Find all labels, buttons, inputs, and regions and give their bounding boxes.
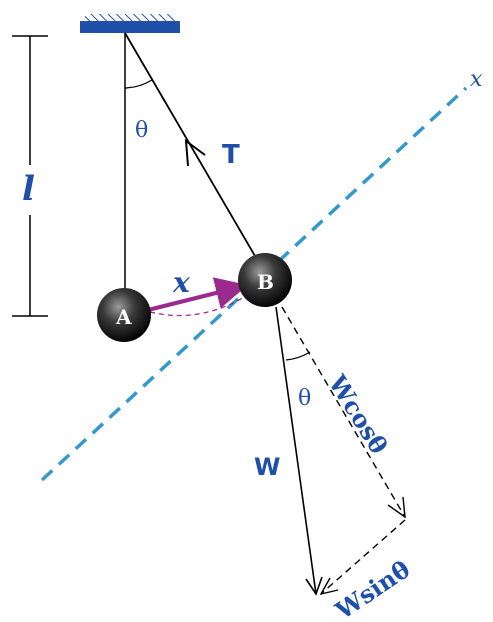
- x-axis-label: x: [470, 67, 483, 92]
- weight-label: W: [254, 453, 280, 481]
- ball-b: B: [238, 253, 292, 307]
- theta-top-label: θ: [135, 118, 148, 143]
- string-tilted: [124, 32, 263, 269]
- displacement-arrow: [147, 277, 248, 312]
- length-dimension: [12, 35, 48, 317]
- weight-vector: [275, 306, 323, 596]
- angle-arc-bottom: [285, 351, 311, 361]
- ball-b-label: B: [257, 270, 274, 294]
- theta-bottom-label: θ: [298, 386, 311, 411]
- w-cos-component: [281, 306, 406, 519]
- w-sin-component: [319, 519, 406, 596]
- angle-arc-top: [124, 79, 153, 89]
- ceiling-support: [80, 14, 180, 33]
- ball-a-label: A: [115, 305, 132, 329]
- ball-a: A: [97, 288, 151, 342]
- length-label: l: [22, 169, 35, 209]
- tension-label: T: [222, 140, 240, 170]
- tension-arrow: [184, 138, 206, 167]
- w-sin-label: Wsinθ: [329, 554, 415, 622]
- w-cos-label: Wcosθ: [322, 369, 393, 459]
- displacement-label: x: [172, 266, 190, 299]
- swing-arc-path: [149, 289, 256, 317]
